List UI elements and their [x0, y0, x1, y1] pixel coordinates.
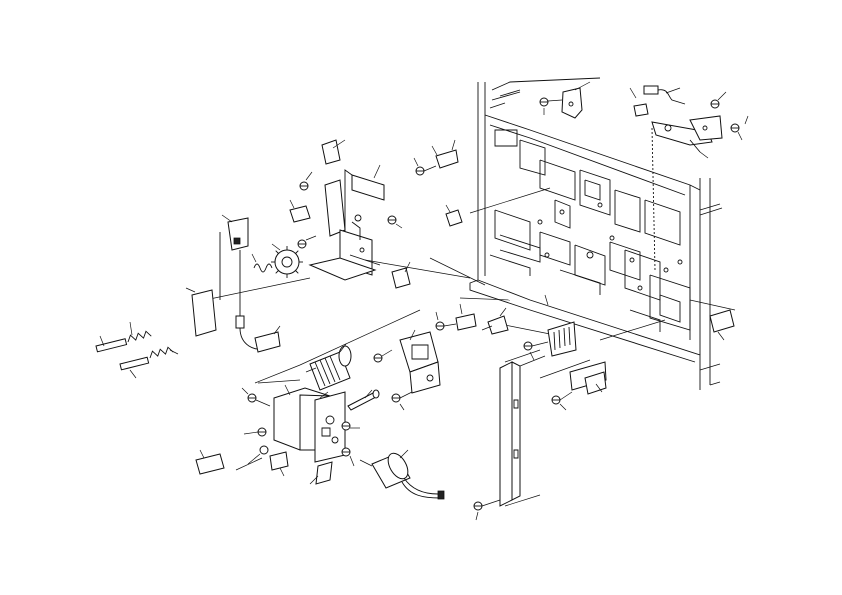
frame-panel — [430, 78, 735, 390]
stud-icon — [96, 232, 220, 378]
screw-icon — [416, 167, 424, 175]
shaft — [348, 390, 379, 410]
screw-icon — [248, 394, 256, 402]
motor-icon — [255, 310, 420, 462]
screw-icon — [711, 100, 719, 108]
screw-icon — [436, 322, 444, 330]
spring-icon — [252, 254, 272, 272]
bracket-top-right — [540, 82, 590, 118]
harness-connector — [630, 86, 748, 158]
screw-icon — [300, 182, 308, 190]
screw-icon — [540, 98, 548, 106]
solenoid-icon — [374, 330, 440, 410]
sensor-holder — [222, 215, 280, 352]
screw-icon — [552, 396, 560, 404]
screw-icon — [392, 394, 400, 402]
small-parts-bottom — [196, 388, 360, 484]
rail-icon — [474, 350, 545, 520]
bracket-assembly — [205, 140, 470, 300]
sensor-bracket — [392, 140, 462, 288]
screw-icon — [342, 422, 350, 430]
ferrite-icon — [360, 450, 444, 499]
screw-icon — [524, 342, 532, 350]
screw-icon — [474, 502, 482, 510]
switch-icon — [436, 304, 508, 334]
screw-icon — [731, 124, 739, 132]
screw-icon — [374, 354, 382, 362]
gear-icon — [271, 244, 303, 278]
screw-icon — [258, 428, 266, 436]
screw-icon — [342, 448, 350, 456]
screw-icon — [388, 216, 396, 224]
screw-icon — [298, 240, 306, 248]
interlock-switch — [524, 310, 734, 410]
